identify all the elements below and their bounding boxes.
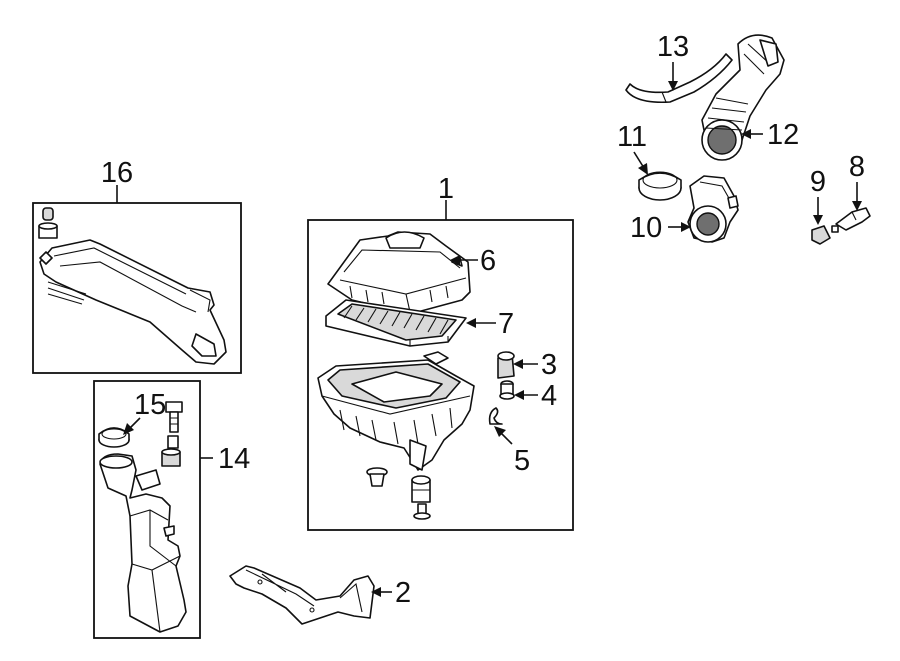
callout-6: 6 [480,245,496,277]
part-14-bolt [165,401,183,433]
callout-11: 11 [617,121,647,153]
part-1-grommet-b [411,475,431,503]
part-2-bracket [229,565,375,625]
callout-14: 14 [218,443,250,475]
part-10-airflow-meter [687,175,739,243]
part-9-grommet [811,225,831,245]
part-5-clip [488,407,503,425]
group-box-14 [93,380,201,639]
part-12-intake-hose [701,34,785,161]
callout-7: 7 [498,308,514,340]
leader-lines [116,62,862,597]
callout-3: 3 [541,349,557,381]
callout-8: 8 [849,151,865,183]
callout-5: 5 [514,445,530,477]
callout-9: 9 [810,166,826,198]
part-15-hose-clamp [98,427,130,448]
part-16-grommet [38,207,58,239]
callout-16: 16 [101,157,133,189]
part-1-cleaner-body [317,351,475,471]
callout-2: 2 [395,577,411,609]
callout-15: 15 [134,389,166,421]
callout-13: 13 [657,31,689,63]
part-14-resonator [99,453,187,633]
callout-10: 10 [630,212,662,244]
callout-1: 1 [438,173,454,205]
part-13-vent-hose [625,53,733,104]
part-14-grommet-a [167,435,179,449]
part-3-grommet [497,351,515,379]
part-1-grommet-a [366,467,388,487]
part-16-intake-duct [39,239,227,365]
part-8-sensor [831,207,871,233]
part-11-clamp [638,171,682,201]
group-box-16 [32,202,242,374]
part-1-bolt [413,503,431,520]
part-14-grommet-b [161,448,181,467]
callout-12: 12 [767,119,799,151]
callout-4: 4 [541,380,557,412]
part-7-filter-element [325,299,467,347]
group-box-1 [307,219,574,531]
part-4-grommet [499,380,515,400]
